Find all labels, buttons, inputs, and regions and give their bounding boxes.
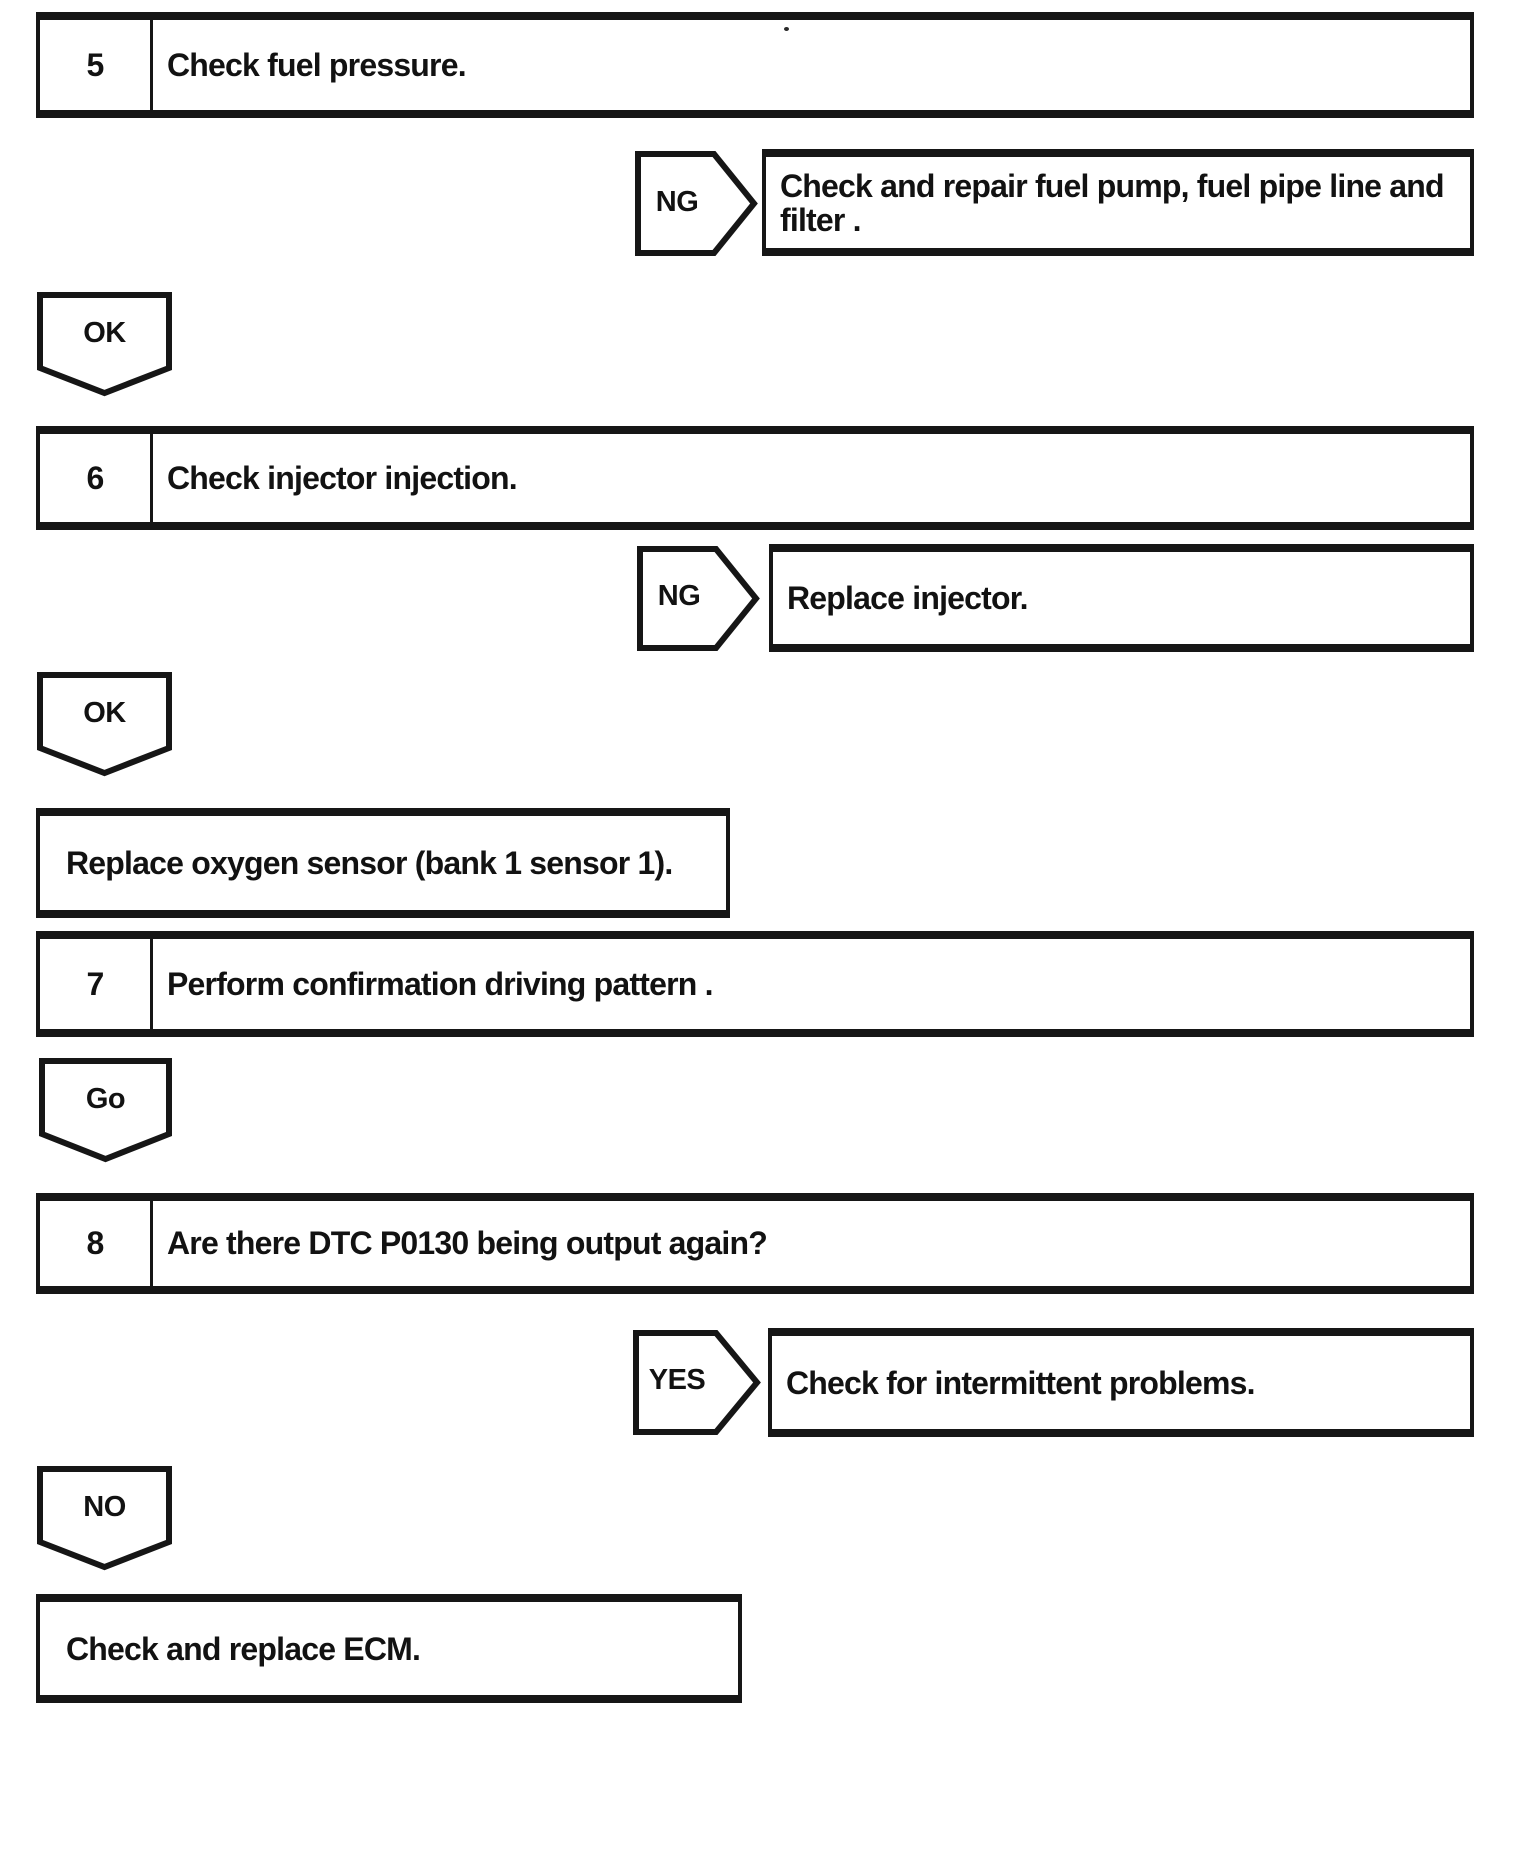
result-box-replace-injector: Replace injector. xyxy=(769,544,1474,652)
right-pentagon-shape xyxy=(635,151,758,256)
scan-speck xyxy=(784,27,789,31)
step-label-7: Perform confirmation driving pattern . xyxy=(167,965,713,1002)
decision-tag-ok-2: OK xyxy=(36,671,173,778)
result-box-fuel-pump: Check and repair fuel pump, fuel pipe li… xyxy=(762,149,1474,256)
decision-label-ng-2: NG xyxy=(657,580,701,612)
decision-label-ng-1: NG xyxy=(655,185,699,218)
decision-tag-yes: YES xyxy=(632,1329,761,1436)
down-pentagon-shape xyxy=(37,292,172,397)
decision-tag-ok-1: OK xyxy=(36,291,173,398)
result-box-intermittent: Check for intermittent problems. xyxy=(768,1328,1474,1437)
decision-label-go: Go xyxy=(85,1082,126,1115)
result-label-replace-injector: Replace injector. xyxy=(787,580,1029,616)
decision-tag-go: Go xyxy=(38,1057,173,1164)
step-label-5: Check fuel pressure. xyxy=(167,46,467,83)
result-box-oxygen-sensor: Replace oxygen sensor (bank 1 sensor 1). xyxy=(36,808,730,918)
step-number-5: 5 xyxy=(40,20,153,110)
result-label-ecm: Check and replace ECM. xyxy=(66,1630,421,1667)
decision-tag-ng-2: NG xyxy=(636,545,760,652)
result-label-intermittent: Check for intermittent problems. xyxy=(786,1364,1256,1401)
right-pentagon-shape xyxy=(637,546,760,651)
down-pentagon-shape xyxy=(37,672,172,777)
step-box-5: 5 Check fuel pressure. xyxy=(36,12,1474,118)
step-box-7: 7 Perform confirmation driving pattern . xyxy=(36,931,1474,1037)
decision-label-ok-1: OK xyxy=(83,316,126,349)
decision-label-yes: YES xyxy=(648,1364,706,1396)
down-pentagon-shape xyxy=(39,1058,172,1163)
decision-label-ok-2: OK xyxy=(83,696,126,729)
result-box-ecm: Check and replace ECM. xyxy=(36,1594,742,1703)
step-label-6: Check injector injection. xyxy=(167,459,518,496)
down-pentagon-shape xyxy=(37,1466,172,1571)
step-box-8: 8 Are there DTC P0130 being output again… xyxy=(36,1193,1474,1294)
decision-tag-ng-1: NG xyxy=(634,150,758,258)
step-number-6: 6 xyxy=(40,434,153,522)
step-label-8: Are there DTC P0130 being output again? xyxy=(167,1225,768,1261)
step-number-7: 7 xyxy=(40,939,153,1029)
result-label-oxygen-sensor: Replace oxygen sensor (bank 1 sensor 1). xyxy=(66,845,673,881)
right-pentagon-shape xyxy=(633,1330,761,1435)
step-box-6: 6 Check injector injection. xyxy=(36,426,1474,530)
result-label-fuel-pump: Check and repair fuel pump, fuel pipe li… xyxy=(780,167,1445,238)
decision-label-no: NO xyxy=(83,1490,126,1523)
step-number-8: 8 xyxy=(40,1201,153,1286)
decision-tag-no: NO xyxy=(36,1465,173,1572)
